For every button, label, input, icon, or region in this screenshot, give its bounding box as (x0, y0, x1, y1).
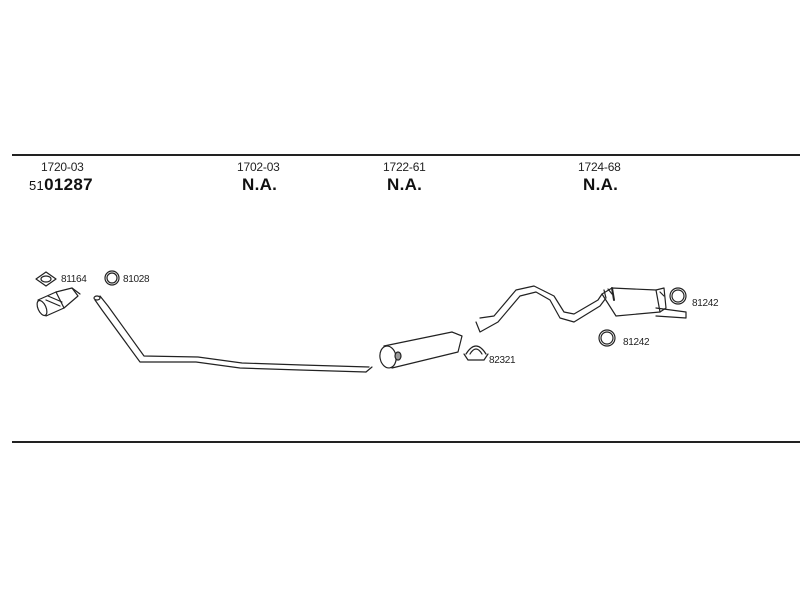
ring-front-label: 81028 (123, 274, 150, 285)
section-part-2: N.A. (242, 175, 278, 194)
top-rule (12, 154, 800, 156)
front-pipe-icon (36, 287, 81, 317)
rubber-ring-lower-icon (598, 329, 616, 347)
intermediate-pipe-icon (93, 295, 373, 373)
clamp-label: 82321 (489, 355, 516, 366)
rear-muffler-icon (601, 287, 687, 319)
section-code-1: 1720-03 (41, 160, 84, 174)
rear-pipe-icon (475, 285, 607, 333)
section-part-4: N.A. (583, 175, 619, 194)
section-part-1-number: 01287 (44, 175, 93, 194)
rubber-upper-label: 81242 (692, 298, 719, 309)
ring-front-icon (104, 270, 120, 286)
rubber-lower-label: 81242 (623, 337, 650, 348)
clamp-icon (463, 345, 489, 361)
middle-muffler-icon (379, 331, 463, 369)
section-part-1-prefix: 51 (29, 178, 45, 193)
section-part-1: 5101287 (29, 175, 93, 195)
rubber-ring-upper-icon (669, 287, 687, 305)
section-code-3: 1722-61 (383, 160, 426, 174)
gasket-label: 81164 (61, 274, 87, 285)
section-part-3: N.A. (387, 175, 423, 194)
section-code-2: 1702-03 (237, 160, 280, 174)
section-code-4: 1724-68 (578, 160, 621, 174)
gasket-icon (35, 271, 57, 287)
bottom-rule (12, 441, 800, 443)
